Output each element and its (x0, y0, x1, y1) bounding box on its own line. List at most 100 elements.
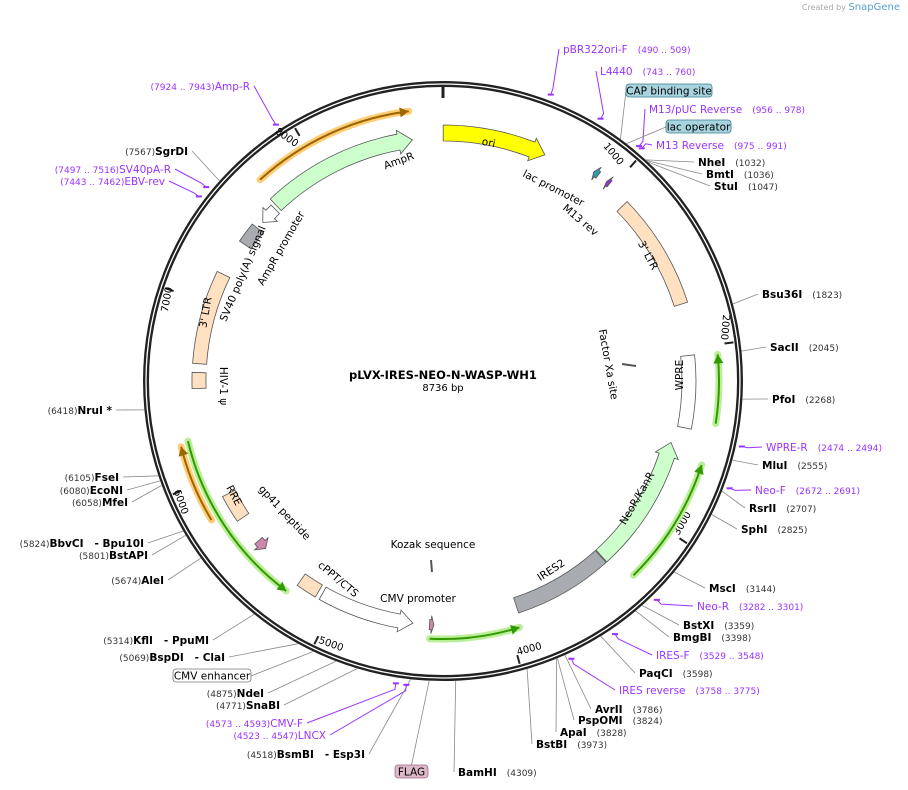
primer[interactable]: M13 Reverse(975 .. 991) (656, 140, 787, 152)
enzyme-site[interactable]: BstBI(3973) (536, 739, 607, 751)
feature-m13-rev[interactable] (602, 176, 614, 190)
translation[interactable] (632, 464, 703, 577)
primer[interactable]: pBR322ori-F(490 .. 509) (563, 44, 691, 56)
enzyme-name: BstBI (536, 739, 567, 751)
enzyme-site[interactable]: MluI(2555) (762, 460, 827, 472)
enzyme-site[interactable]: (6418)NruI * (48, 405, 113, 417)
enzyme-leader-line (122, 475, 159, 478)
primer[interactable]: IRES-F(3529 .. 3548) (656, 650, 764, 662)
primer-leader-line (253, 85, 277, 125)
enzyme-leader-line (191, 150, 220, 182)
primer-name: Amp-R (215, 81, 250, 93)
primer[interactable]: L4440(743 .. 760) (600, 66, 695, 78)
enzyme-site[interactable]: (7567)SgrDI (125, 146, 188, 158)
primer-leader-line (638, 108, 646, 147)
enzyme-position: (5069) (119, 654, 149, 664)
primer[interactable]: IRES reverse(3758 .. 3775) (619, 685, 760, 697)
feature-lac-promoter[interactable] (591, 166, 602, 181)
enzyme-site[interactable]: PfoI(2268) (772, 394, 835, 406)
translation[interactable] (259, 110, 409, 181)
feature-label: WPRE (674, 360, 686, 391)
enzyme-site[interactable]: (4771)SnaBI (216, 700, 280, 712)
enzyme-site[interactable]: (5801)BstAPI (79, 550, 148, 562)
translations (177, 107, 724, 643)
feature-ires2[interactable] (513, 550, 607, 614)
boxed-label[interactable]: CAP binding site (626, 86, 712, 98)
enzyme-site[interactable]: StuI(1047) (714, 181, 778, 193)
enzyme-site[interactable]: PspOMI(3824) (578, 715, 663, 727)
feature-gp41-peptide[interactable] (253, 536, 269, 551)
feature-sv40-poly-a-signal[interactable] (238, 223, 264, 250)
feature-cppt-cts[interactable] (296, 573, 323, 598)
enzyme-name: EcoNI (90, 485, 123, 497)
primer[interactable]: (7443 .. 7462)EBV-rev (60, 176, 165, 188)
enzyme-site[interactable]: (5674)AleI (111, 575, 164, 587)
enzyme-site[interactable]: NheI(1032) (698, 157, 765, 169)
tick-label: 7000 (160, 286, 175, 313)
primer[interactable]: Neo-F(2672 .. 2691) (755, 485, 860, 497)
enzyme-site[interactable]: (6058)MfeI (72, 497, 128, 509)
primer[interactable]: (7924 .. 7943)Amp-R (151, 81, 250, 93)
plasmid-length: 8736 bp (422, 383, 463, 394)
enzyme-position: (1823) (812, 291, 842, 301)
enzyme-site[interactable]: SphI(2825) (741, 524, 807, 536)
enzyme-site[interactable]: (5824)BbvCI - Bpu10I (20, 538, 144, 550)
enzyme-site[interactable]: RsrII(2707) (749, 503, 816, 515)
feature-flag[interactable] (428, 615, 435, 634)
enzyme-name: NdeI (237, 688, 264, 700)
enzyme-site[interactable]: (4518)BsmBI - Esp3I (247, 749, 365, 761)
primer-name: CMV-F (270, 718, 303, 730)
primer[interactable]: Neo-R(3282 .. 3301) (697, 601, 803, 613)
primer-range: (4523 .. 4547) (233, 732, 297, 742)
enzyme-site[interactable]: (5314)KflI - PpuMI (103, 635, 209, 647)
enzyme-site[interactable]: MscI(3144) (709, 583, 776, 595)
enzyme-site[interactable]: (6105)FseI (65, 472, 119, 484)
backbone-strand-gap (145, 83, 741, 679)
enzyme-site[interactable]: BstXI(3359) (683, 620, 754, 632)
primer-name: M13/pUC Reverse (649, 104, 742, 116)
feature-label: Kozak sequence (391, 539, 476, 551)
boxed-label[interactable]: lac operator (667, 122, 731, 134)
tick-mark (313, 635, 320, 645)
enzyme-site[interactable]: (4875)NdeI (207, 688, 264, 700)
feature-ampr-promoter[interactable] (262, 204, 281, 223)
feature-3-ltr[interactable] (616, 201, 689, 307)
feature-3-ltr[interactable] (192, 270, 231, 365)
enzyme-leader-line (131, 485, 162, 503)
primer[interactable]: (4573 .. 4593)CMV-F (206, 718, 303, 730)
enzyme-site[interactable]: PaqCI(3598) (639, 668, 713, 680)
enzyme-site[interactable]: ApaI(3828) (560, 727, 627, 739)
enzyme-site[interactable]: BamHI(4309) (458, 767, 537, 779)
enzyme-position: (4309) (507, 769, 537, 779)
feature-rre[interactable] (221, 489, 250, 522)
primer[interactable]: M13/pUC Reverse (956 .. 978) (649, 104, 805, 116)
feature-cmv-promoter[interactable] (318, 586, 414, 633)
boxed-label-box (625, 83, 713, 98)
boxed-label[interactable]: CMV enhancer (174, 671, 251, 683)
enzyme-site[interactable]: (5069)BspDI - ClaI (119, 652, 225, 664)
feature-wpre[interactable] (677, 354, 697, 430)
feature-ori[interactable] (442, 124, 546, 162)
feature-hiv-1-[interactable] (191, 371, 207, 390)
primer-name: WPRE-R (766, 442, 808, 454)
primer[interactable]: (7497 .. 7516)SV40pA-R (55, 164, 171, 176)
enzyme-site[interactable]: AvrII(3786) (595, 704, 663, 716)
enzyme-site[interactable]: Bsu36I(1823) (762, 289, 842, 301)
enzyme-site[interactable]: BmtI(1036) (706, 169, 774, 181)
enzyme-site[interactable]: SacII(2045) (770, 342, 839, 354)
primer-range: (956 .. 978) (752, 106, 805, 116)
enzyme-leader-line (147, 530, 184, 544)
feature-ampr[interactable] (269, 129, 413, 212)
feature-neor-kanr[interactable] (595, 441, 679, 563)
translation[interactable] (187, 440, 287, 592)
enzyme-name: PaqCI (639, 668, 673, 680)
primer-leader-line (168, 180, 200, 197)
primer[interactable]: (4523 .. 4547)LNCX (233, 730, 326, 742)
enzyme-site[interactable]: (6080)EcoNI (60, 485, 123, 497)
enzyme-site[interactable]: BmgBI(3398) (673, 632, 751, 644)
primer[interactable]: WPRE-R(2474 .. 2494) (766, 442, 882, 454)
translation-arrowhead (399, 107, 409, 118)
boxed-label[interactable]: FLAG (398, 767, 425, 779)
enzyme-position: (2707) (786, 505, 816, 515)
